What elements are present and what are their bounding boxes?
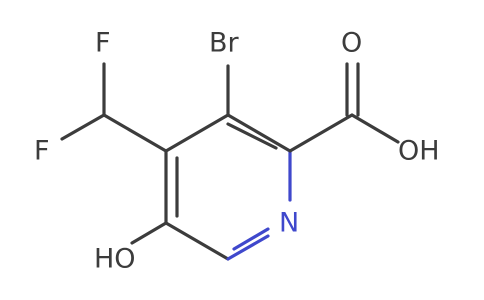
bond-c2-c3-double <box>226 122 278 150</box>
bond-c6-n-double <box>232 227 270 251</box>
atom-label-o-carbonyl: O <box>341 28 362 59</box>
bond-c5-oh <box>130 221 168 245</box>
bond-c-f-bottom <box>60 113 106 141</box>
atom-label-n-ring: N <box>279 208 299 239</box>
bond-c4-chf2 <box>102 113 168 153</box>
bond-c6-n <box>226 234 270 261</box>
bond-c2-c3 <box>226 113 292 153</box>
atom-label-f-bottom: F <box>34 136 50 167</box>
bond-c3-c4 <box>164 113 230 153</box>
atom-label-br: Br <box>209 28 240 59</box>
atom-label-ho-ring: HO <box>94 244 136 275</box>
bond-c5-c6 <box>164 221 230 261</box>
bond-c2-cooh <box>288 113 354 153</box>
bond-c-oh <box>350 113 400 144</box>
atom-label-oh-acid: OH <box>398 136 440 167</box>
atom-label-f-top: F <box>95 28 111 59</box>
